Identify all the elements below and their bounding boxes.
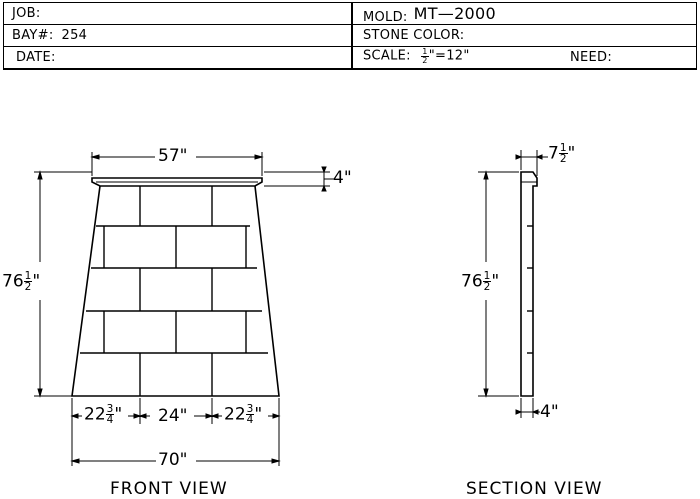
- need-label: NEED:: [570, 50, 613, 65]
- section-top-den: 2: [559, 153, 567, 166]
- scale-label: SCALE:: [363, 48, 411, 64]
- seg-left-whole: 22: [84, 404, 106, 425]
- section-top-unit: ": [567, 143, 576, 164]
- date-label: DATE:: [16, 50, 56, 65]
- scale-frac-num: 1: [421, 47, 429, 57]
- front-height-num: 1: [23, 270, 33, 283]
- seg-left-unit: ": [114, 404, 123, 425]
- section-height-num: 1: [482, 270, 492, 283]
- section-height-den: 2: [483, 281, 491, 294]
- seg-right-whole: 22: [224, 404, 246, 425]
- bay-label: BAY#:: [12, 28, 54, 43]
- section-height-unit: ": [491, 271, 500, 292]
- title-row-2: BAY#: 254 STONE COLOR:: [4, 25, 696, 47]
- dim-section-height: [478, 170, 519, 398]
- scale-frac-den: 2: [422, 55, 428, 65]
- mold-label: MOLD:: [363, 10, 408, 25]
- need-field: NEED:: [570, 50, 620, 65]
- section-view-title: SECTION VIEW: [466, 479, 603, 499]
- section-top-whole: 7: [548, 143, 559, 164]
- title-row-1: JOB: MOLD: MT—2000: [4, 3, 696, 25]
- bay-field: BAY#: 254: [12, 28, 87, 43]
- section-view-drawing: [478, 150, 548, 418]
- front-cap-width-label: 57": [158, 146, 188, 166]
- dim-cap-width: [90, 152, 264, 176]
- dim-section-bottom: [515, 398, 540, 418]
- front-joints: [103, 186, 247, 396]
- title-block: JOB: MOLD:MT—2000 BAY#:254 STONE COLOR: …: [3, 2, 697, 70]
- mold-value: MT—2000: [413, 4, 496, 23]
- front-body-outline: [71, 185, 280, 397]
- dim-base-segments: [70, 398, 281, 466]
- front-base-width-label: 70": [158, 450, 188, 470]
- dim-front-height: [34, 170, 92, 398]
- stone-color-field: STONE COLOR:: [363, 28, 472, 43]
- seg-right-den: 4: [246, 414, 254, 427]
- section-top-num: 1: [558, 142, 568, 155]
- front-view-drawing: [34, 152, 334, 466]
- job-field: JOB:: [12, 6, 49, 21]
- front-height-den: 2: [24, 281, 32, 294]
- seg-right-num: 3: [245, 403, 255, 416]
- front-seg-mid-label: 24": [158, 406, 188, 426]
- front-view-title: FRONT VIEW: [110, 479, 228, 499]
- dim-base-width: [70, 458, 281, 464]
- mold-field: MOLD: MT—2000: [363, 4, 496, 25]
- section-bottom-label: 4": [540, 402, 559, 422]
- section-course-lines: [527, 225, 533, 354]
- dim-section-top: [515, 150, 548, 176]
- date-field: DATE:: [16, 50, 64, 65]
- seg-left-den: 4: [106, 414, 114, 427]
- front-cap-height-label: 4": [333, 168, 352, 188]
- seg-left-num: 3: [105, 403, 115, 416]
- front-course-lines: [80, 225, 268, 354]
- front-height-whole: 76: [2, 271, 24, 292]
- bay-value: 254: [61, 28, 88, 43]
- title-block-divider: [351, 3, 353, 69]
- job-label: JOB:: [12, 6, 41, 21]
- front-height-unit: ": [32, 271, 41, 292]
- section-outline: [520, 171, 538, 397]
- seg-right-unit: ": [254, 404, 263, 425]
- stone-color-label: STONE COLOR:: [363, 28, 465, 43]
- dim-cap-height: [264, 166, 334, 192]
- section-height-whole: 76: [461, 271, 483, 292]
- scale-rest: "=12": [428, 48, 470, 64]
